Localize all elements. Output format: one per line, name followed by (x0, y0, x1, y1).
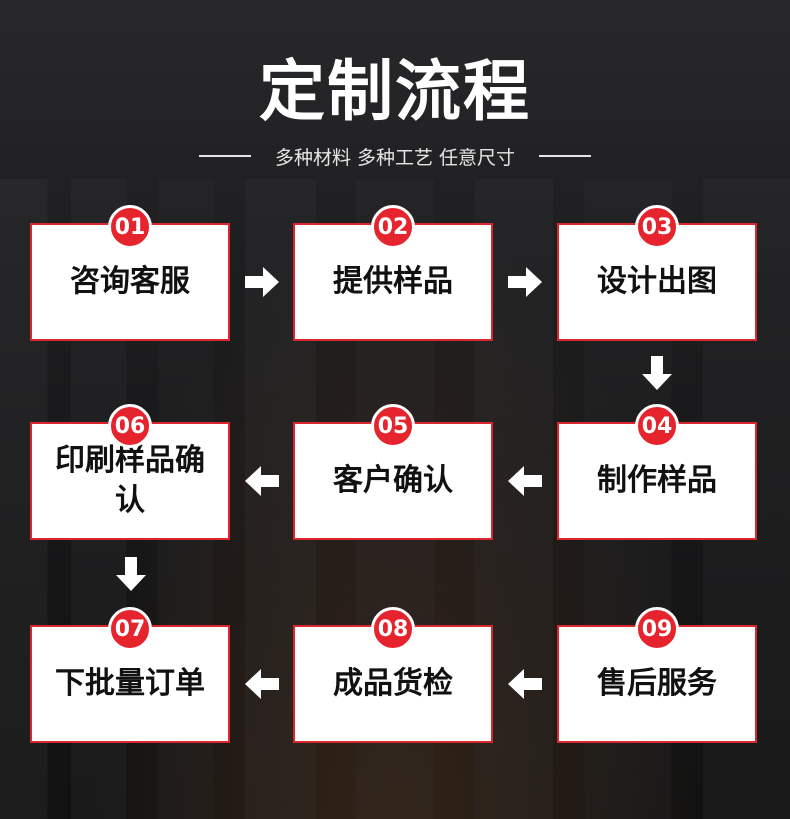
step-label: 下批量订单 (55, 666, 205, 701)
arrow-left-icon (243, 665, 281, 703)
step-number-badge: 07 (108, 607, 152, 651)
step-card-08: 08 成品货检 (293, 607, 493, 743)
subtitle-row: 多种材料 多种工艺 任意尺寸 (0, 141, 790, 171)
step-label: 制作样品 (597, 463, 717, 498)
step-label: 印刷样品确认 (55, 443, 205, 518)
arrow-right-icon (243, 263, 281, 301)
step-label: 成品货检 (333, 666, 453, 701)
step-card-05: 05 客户确认 (293, 404, 493, 540)
step-card-01: 01 咨询客服 (30, 205, 230, 341)
step-number-badge: 04 (635, 404, 679, 448)
step-label: 售后服务 (597, 666, 717, 701)
step-card-07: 07 下批量订单 (30, 607, 230, 743)
step-card-02: 02 提供样品 (293, 205, 493, 341)
step-number-badge: 06 (108, 404, 152, 448)
page-subtitle: 多种材料 多种工艺 任意尺寸 (274, 146, 516, 169)
step-number-badge: 01 (108, 205, 152, 249)
arrow-down-icon (638, 354, 676, 392)
divider-left (198, 155, 251, 157)
step-label: 咨询客服 (70, 264, 190, 299)
step-number-badge: 09 (635, 607, 679, 651)
page-title: 定制流程 (259, 53, 531, 130)
step-card-09: 09 售后服务 (557, 607, 757, 743)
step-label: 提供样品 (333, 264, 453, 299)
step-number-badge: 05 (371, 404, 415, 448)
step-number-badge: 03 (635, 205, 679, 249)
step-card-06: 06 印刷样品确认 (30, 404, 230, 540)
step-number-badge: 02 (371, 205, 415, 249)
arrow-right-icon (506, 263, 544, 301)
divider-right (539, 155, 592, 157)
step-card-04: 04 制作样品 (557, 404, 757, 540)
step-number-badge: 08 (371, 607, 415, 651)
step-label: 设计出图 (597, 264, 717, 299)
arrow-down-icon (112, 555, 150, 593)
arrow-left-icon (506, 462, 544, 500)
step-card-03: 03 设计出图 (557, 205, 757, 341)
arrow-left-icon (506, 665, 544, 703)
step-label: 客户确认 (333, 463, 453, 498)
arrow-left-icon (243, 462, 281, 500)
